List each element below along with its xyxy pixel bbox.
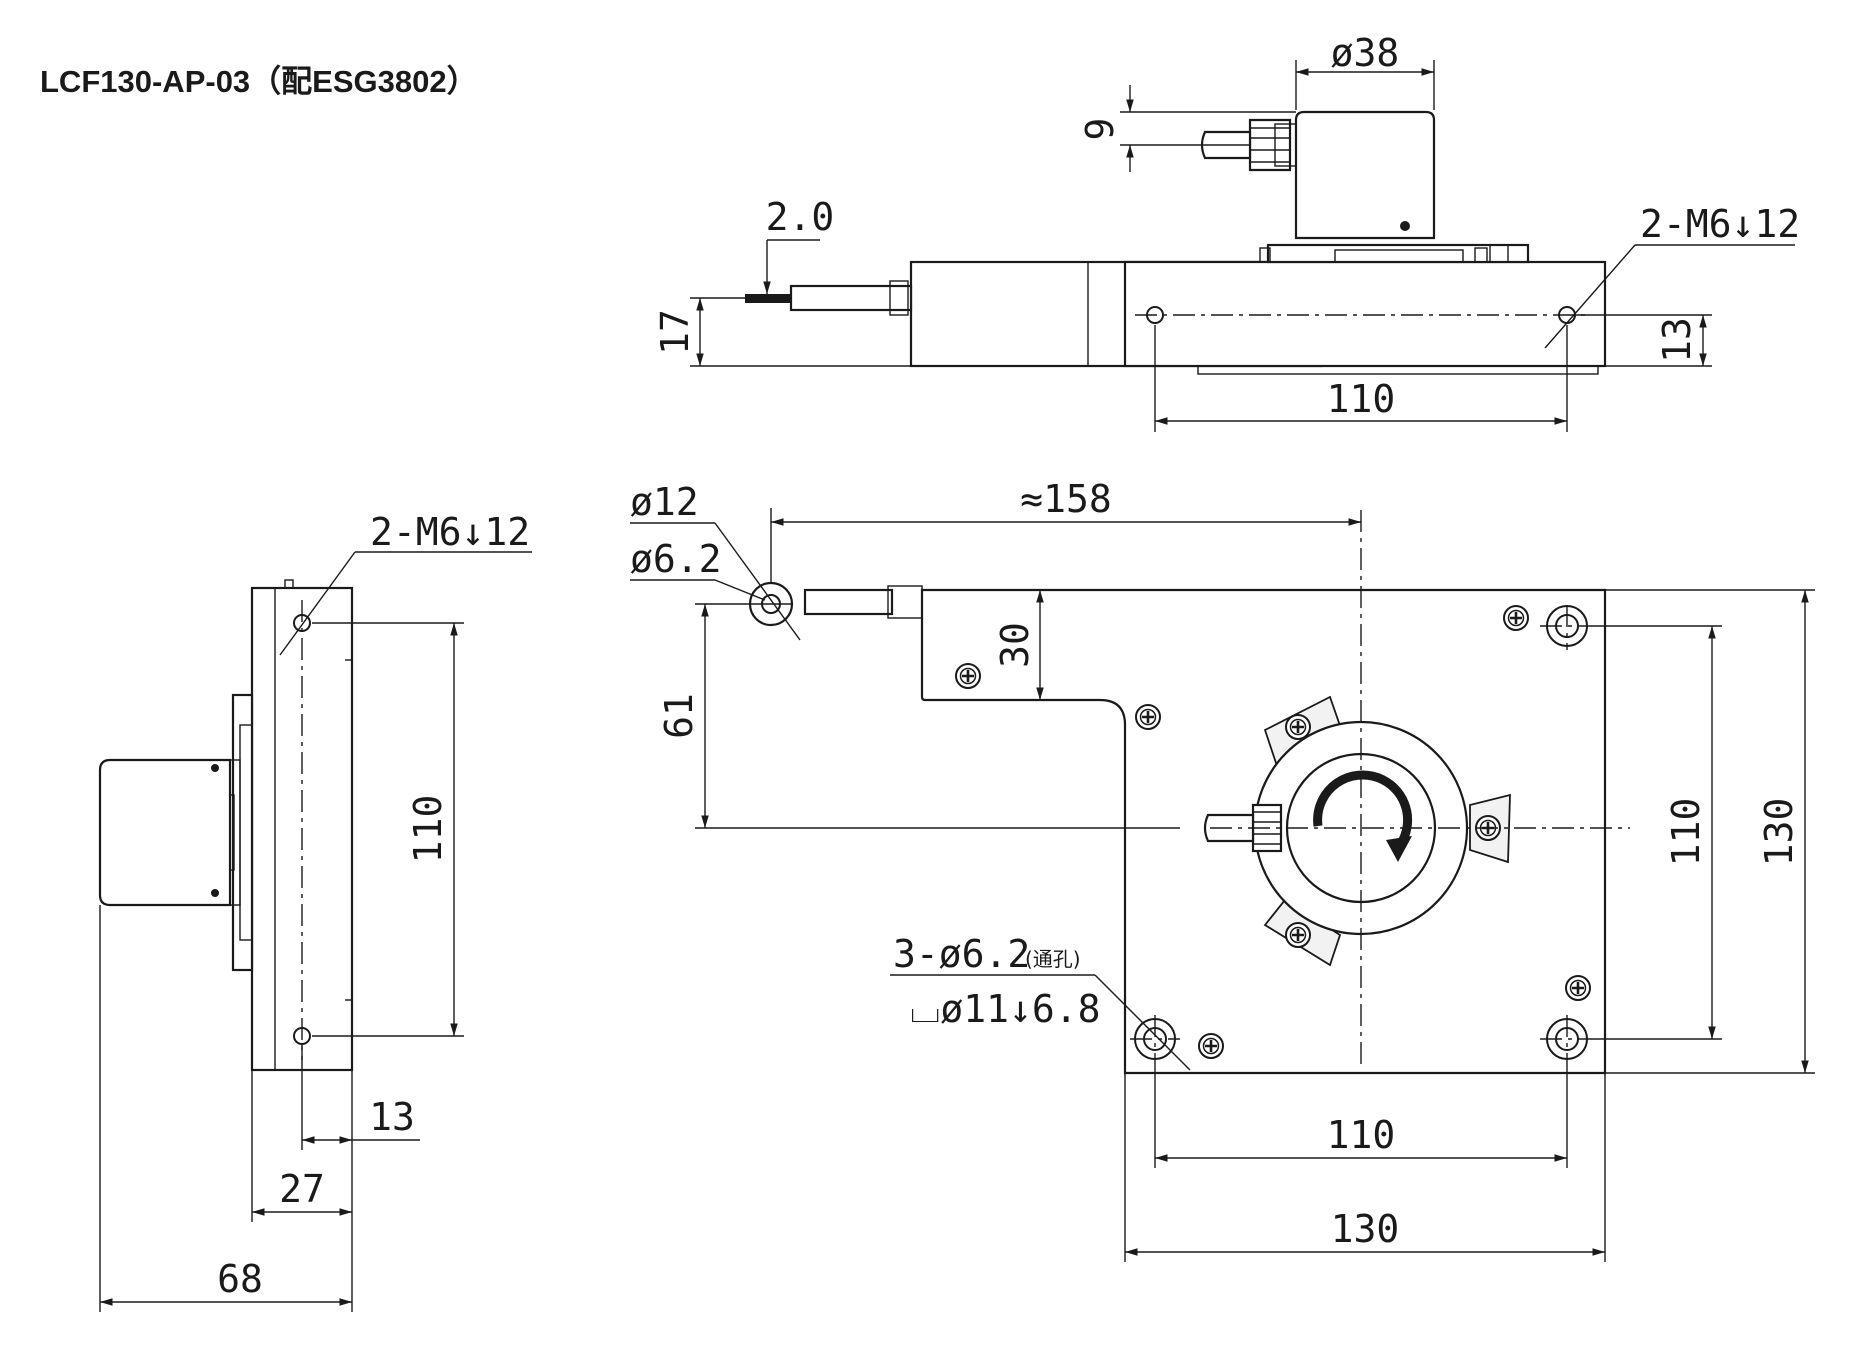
front-wire-sleeve — [803, 588, 894, 616]
side-dim-68: 68 — [217, 1257, 263, 1301]
drawing-title: LCF130-AP-03（配ESG3802） — [40, 64, 478, 99]
dim-dia-38: ø38 — [1331, 31, 1400, 75]
screw-icon — [1564, 974, 1592, 1002]
dim-158: ≈158 — [1020, 477, 1112, 521]
dim-30: 30 — [993, 622, 1037, 668]
dim-130-horizontal: 130 — [1331, 1207, 1400, 1251]
encoder-body — [1294, 110, 1436, 240]
hole-count-label: 3-ø6.2 — [893, 932, 1030, 976]
counterbore-label: ⌴ø11↓6.8 — [910, 987, 1101, 1031]
top-base-plate-right — [1123, 260, 1607, 368]
screw-icon — [954, 662, 982, 690]
side-flange — [231, 693, 254, 972]
wire-rope-end — [745, 294, 791, 303]
dim-2-0: 2.0 — [766, 195, 835, 239]
dia-6-2-label: ø6.2 — [630, 537, 722, 581]
encoder-dot-icon — [1400, 221, 1410, 231]
top-thread-label: 2-M6↓12 — [1640, 202, 1800, 246]
screw-icon — [1197, 1032, 1225, 1060]
side-view: 110 2-M6↓12 13 27 68 — [98, 510, 532, 1312]
screw-icon — [1134, 703, 1162, 731]
side-thread-label: 2-M6↓12 — [370, 510, 530, 554]
encoder-flange — [1266, 243, 1530, 264]
dim-110-vertical: 110 — [1664, 798, 1708, 867]
side-encoder-body — [98, 758, 232, 907]
side-dim-110: 110 — [406, 795, 450, 864]
screw-icon — [1284, 921, 1312, 949]
dim-17: 17 — [653, 309, 697, 355]
dim-9: 9 — [1078, 118, 1122, 141]
dia-12-label: ø12 — [630, 480, 699, 524]
screw-icon — [1284, 713, 1312, 741]
side-dim-27: 27 — [279, 1167, 325, 1211]
side-dim-13: 13 — [369, 1095, 415, 1139]
dim-61: 61 — [657, 693, 701, 739]
dim-130-vertical: 130 — [1757, 798, 1801, 867]
wire-rope-sleeve — [789, 284, 913, 312]
through-hole-note: (通孔) — [1025, 947, 1081, 971]
top-view: ø38 9 2.0 17 13 110 2-M6↓12 — [653, 31, 1800, 432]
rotation-arrow-icon — [1313, 770, 1413, 848]
dim-13: 13 — [1655, 317, 1699, 363]
dim-110-horizontal: 110 — [1327, 1113, 1396, 1157]
dim-110: 110 — [1327, 377, 1396, 421]
front-view: ≈158 30 61 110 130 110 130 ø12 ø6.2 — [630, 477, 1815, 1262]
screw-icon — [1502, 604, 1530, 632]
